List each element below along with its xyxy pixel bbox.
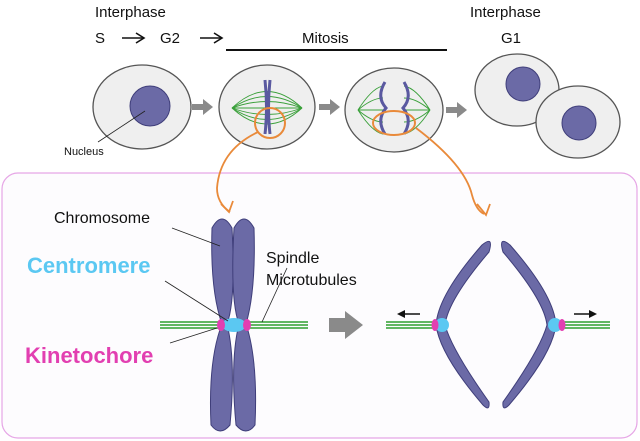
kinetochore-left-chromatid [431, 319, 439, 331]
callout-arrow-anaphase [415, 127, 485, 215]
spindle-label-line2: Microtubules [266, 272, 357, 289]
spindle-label-line1: Spindle [266, 250, 319, 267]
centromere-label: Centromere [27, 253, 150, 278]
metaphase-cell [218, 64, 316, 150]
kinetochore-right-chromatid [558, 319, 566, 331]
nucleus-label: Nucleus [64, 146, 104, 158]
kinetochore-label: Kinetochore [25, 343, 153, 368]
arrow-left-icon [397, 310, 420, 318]
phase-g1-label: G1 [501, 30, 521, 47]
interphase-left-label: Interphase [95, 4, 166, 21]
centromere-right [548, 318, 562, 332]
arrow-right-icon [122, 32, 146, 44]
centromere-left [435, 318, 449, 332]
phase-g2-label: G2 [160, 30, 180, 47]
phase-s-label: S [95, 30, 105, 47]
centromere [222, 318, 246, 332]
spindle-microtubules-right [386, 321, 610, 329]
kinetochore-right [243, 319, 251, 331]
grey-arrow-icon [192, 99, 213, 115]
chromosome-label: Chromosome [54, 210, 150, 227]
interphase-right-label: Interphase [470, 4, 541, 21]
grey-arrow-icon [319, 99, 340, 115]
grey-arrow-icon [329, 311, 363, 339]
kinetochore-left [217, 319, 225, 331]
detail-panel [1, 172, 638, 439]
arrow-right-icon [200, 32, 224, 44]
grey-arrow-icon [446, 102, 467, 118]
daughter-cells [474, 53, 621, 159]
interphase-cell [92, 64, 192, 150]
arrow-right-icon [574, 310, 597, 318]
mitosis-label: Mitosis [302, 30, 349, 47]
anaphase-cell [344, 67, 444, 153]
